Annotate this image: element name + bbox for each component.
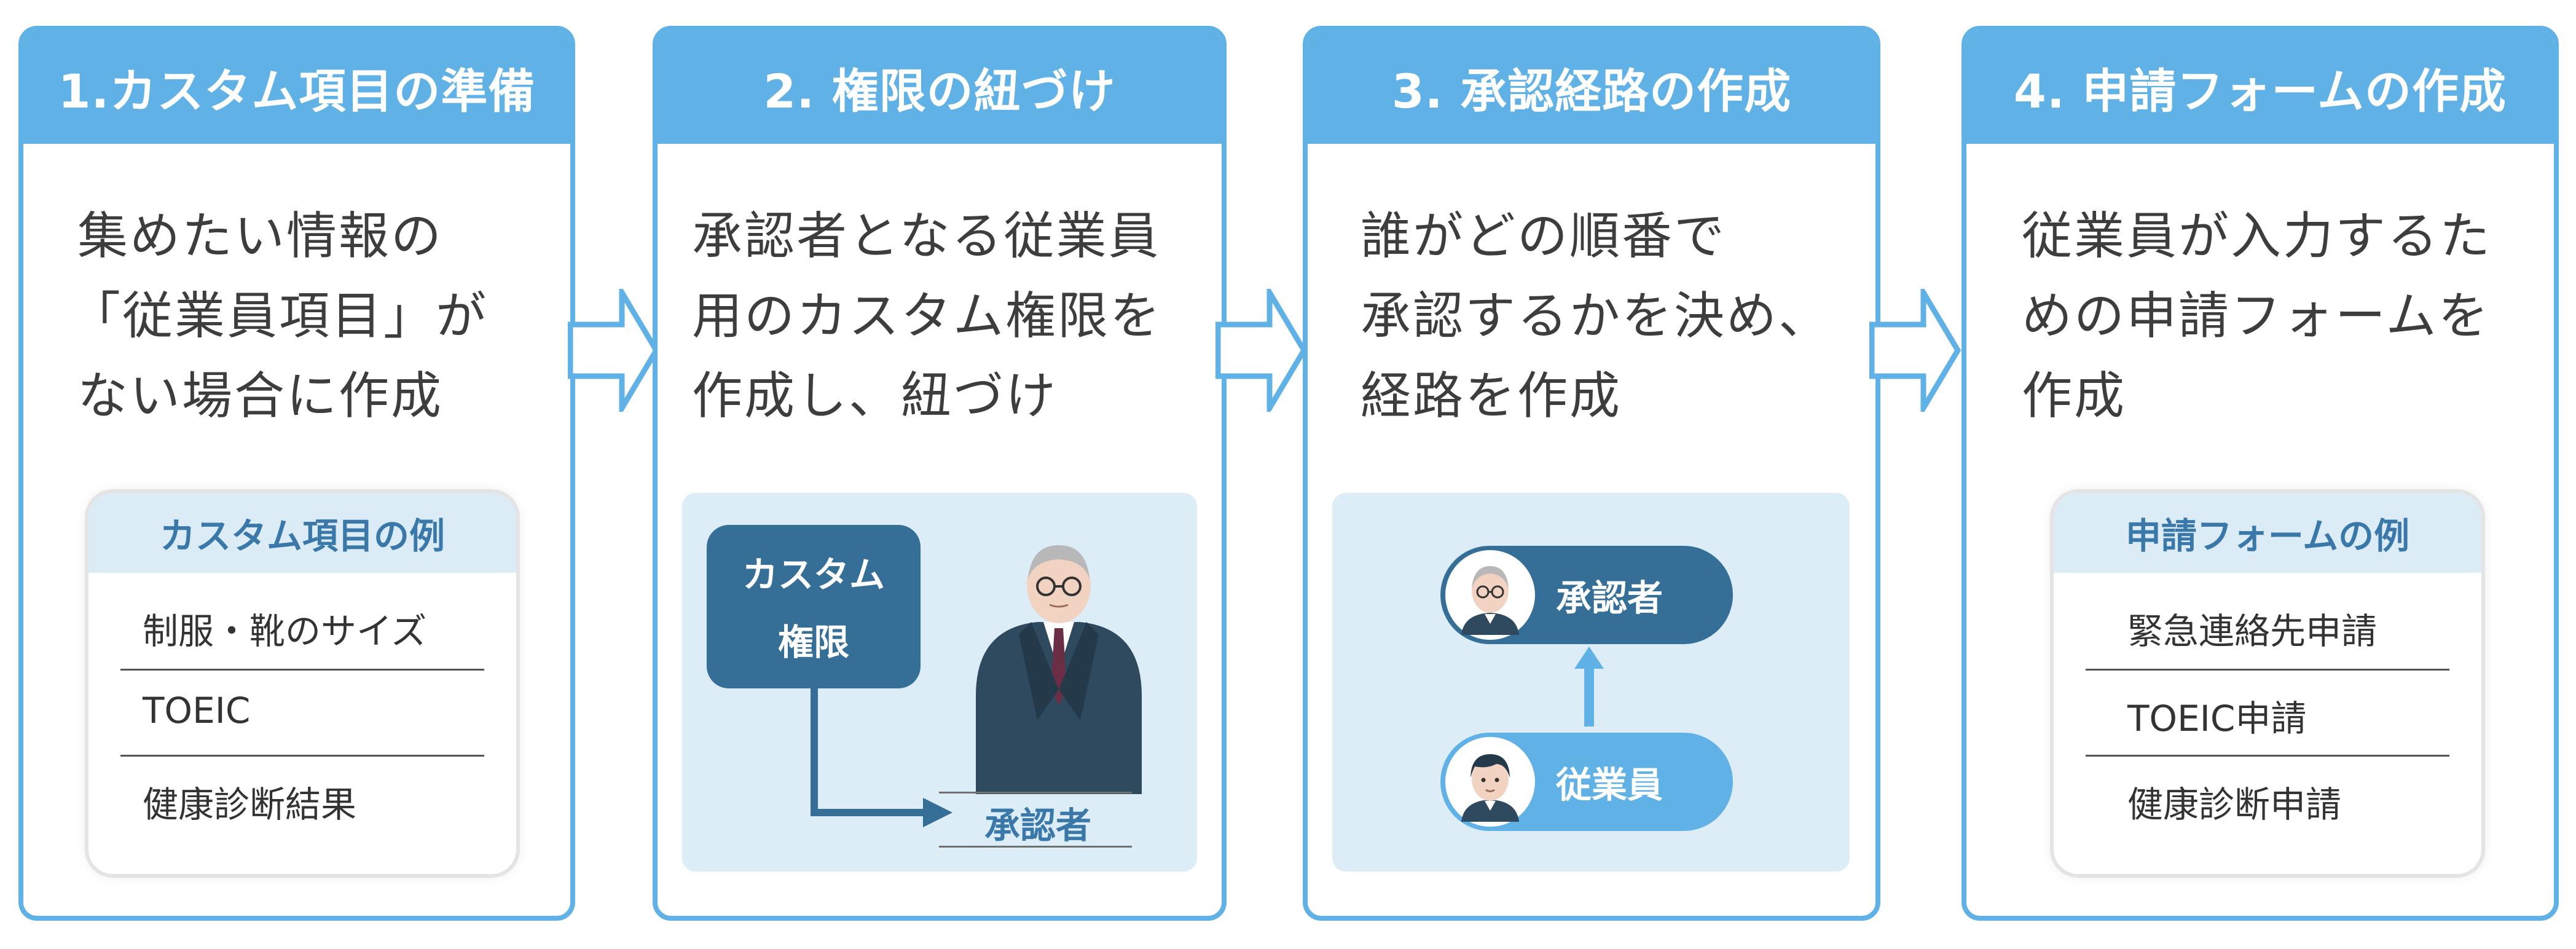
- application-form-example-card: 申請フォームの例 緊急連絡先申請 TOEIC申請 健康診断申請: [2054, 493, 2481, 874]
- box-line: 権限: [777, 621, 849, 663]
- up-arrow-icon: [1574, 647, 1604, 727]
- step-1-title: 1.カスタム項目の準備: [23, 31, 570, 144]
- approver-avatar-icon: [1445, 550, 1535, 640]
- list-item: 制服・靴のサイズ: [143, 610, 427, 652]
- desc-line: 用のカスタム権限を: [692, 287, 1163, 345]
- right-arrow-icon: [1215, 289, 1308, 412]
- list-item: 健康診断結果: [143, 784, 357, 825]
- step-4-description: 従業員が入力するた めの申請フォームを 作成: [2022, 197, 2529, 436]
- approver-label: 承認者: [1556, 577, 1663, 619]
- permission-illustration: カスタム 権限 承認者: [682, 493, 1197, 872]
- divider: [939, 792, 1132, 793]
- approver-pill: 承認者: [1440, 546, 1733, 644]
- step-2-title: 2. 権限の紐づけ: [658, 31, 1222, 144]
- list-item: 健康診断申請: [2127, 784, 2342, 825]
- divider: [2086, 669, 2449, 671]
- desc-line: 承認者となる従業員: [692, 207, 1161, 266]
- employee-avatar-icon: [1445, 737, 1535, 827]
- custom-permission-box: カスタム 権限: [707, 525, 921, 688]
- step-4-panel: 4. 申請フォームの作成 従業員が入力するた めの申請フォームを 作成 申請フォ…: [1961, 26, 2559, 921]
- right-arrow-icon: [568, 289, 660, 412]
- connector-arrow-icon: [811, 688, 952, 827]
- list-item: 緊急連絡先申請: [2127, 610, 2378, 652]
- approval-route-illustration: 承認者 従業員: [1332, 493, 1850, 872]
- divider: [2086, 755, 2449, 757]
- desc-line: 集めたい情報の: [77, 207, 444, 266]
- step-2-panel: 2. 権限の紐づけ 承認者となる従業員 用のカスタム権限を 作成し、紐づけ カス…: [653, 26, 1227, 921]
- box-line: カスタム: [742, 554, 885, 596]
- desc-line: 誰がどの順番で: [1361, 207, 1727, 266]
- card-heading: 申請フォームの例: [2054, 493, 2481, 573]
- divider: [120, 755, 484, 757]
- desc-line: めの申請フォームを: [2022, 287, 2491, 345]
- list-item: TOEIC: [143, 690, 251, 731]
- step-4-title: 4. 申請フォームの作成: [1966, 31, 2554, 144]
- desc-line: ない場合に作成: [77, 367, 444, 425]
- desc-line: 承認するかを決め、: [1361, 287, 1831, 345]
- employee-pill: 従業員: [1440, 733, 1733, 831]
- employee-label: 従業員: [1556, 764, 1663, 806]
- approver-label: 承認者: [984, 805, 1092, 846]
- custom-item-example-card: カスタム項目の例 制服・靴のサイズ TOEIC 健康診断結果: [88, 493, 516, 874]
- desc-line: 経路を作成: [1361, 367, 1622, 425]
- desc-line: 作成: [2022, 367, 2127, 425]
- step-1-panel: 1.カスタム項目の準備 集めたい情報の 「従業員項目」が ない場合に作成 カスタ…: [18, 26, 575, 921]
- divider: [120, 669, 484, 671]
- step-1-description: 集めたい情報の 「従業員項目」が ない場合に作成: [70, 197, 546, 436]
- desc-line: 作成し、紐づけ: [692, 367, 1058, 425]
- desc-line: 従業員が入力するた: [2022, 207, 2492, 266]
- approver-person-icon: [976, 545, 1142, 794]
- right-arrow-icon: [1869, 289, 1961, 412]
- divider: [939, 846, 1132, 848]
- step-3-description: 誰がどの順番で 承認するかを決め、 経路を作成: [1361, 197, 1851, 436]
- list-item: TOEIC申請: [2127, 698, 2307, 739]
- step-2-description: 承認者となる従業員 用のカスタム権限を 作成し、紐づけ: [692, 197, 1197, 436]
- step-3-title: 3. 承認経路の作成: [1308, 31, 1875, 144]
- step-3-panel: 3. 承認経路の作成 誰がどの順番で 承認するかを決め、 経路を作成 承認者: [1303, 26, 1880, 921]
- card-heading: カスタム項目の例: [88, 493, 516, 573]
- desc-line: 「従業員項目」が: [70, 287, 489, 345]
